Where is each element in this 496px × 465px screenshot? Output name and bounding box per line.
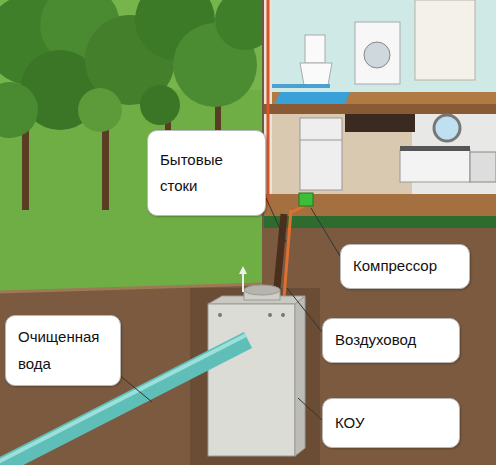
porthole-window [434,115,460,141]
tree-crown [0,82,38,138]
tank-lid [244,285,280,295]
callout-box: Очищенная вода [5,315,121,386]
pipes [276,205,306,298]
vent [242,272,244,292]
fridge [300,118,342,190]
door [415,0,475,80]
air-duct [284,210,291,298]
bolt [281,313,285,317]
sewer-riser [267,0,270,205]
callout-label: Бытовые стоки [160,147,250,200]
upper-floor [272,92,496,104]
counter-top [400,146,470,151]
leader-line [298,398,322,420]
drain-pipe [272,84,330,88]
bolt [268,313,272,317]
bathroom-wall [272,0,496,92]
callout-label: Очищенная вода [18,324,108,377]
tank-body [208,304,295,456]
compressor [299,193,313,206]
leader-line [287,288,322,332]
washing-machine [355,22,400,84]
tree-crown [78,88,122,132]
pit [190,288,320,465]
house-wall [262,0,496,228]
washing-machine-door [364,42,390,68]
sewer-pipe [276,214,284,298]
tree-crown [140,85,180,125]
wall-cabinet [345,114,415,132]
lower-floor [262,194,496,216]
bolt [218,313,222,317]
callout-box: Воздуховод [322,318,460,363]
fridge-line [300,140,342,141]
callout-box: Компрессор [340,244,470,289]
callout-box: КОУ [322,398,460,448]
counter [400,150,470,182]
leader-lines [118,198,340,420]
leader-line [311,208,340,256]
slab [262,104,496,114]
foundation [262,216,496,228]
toilet-bowl [300,63,332,85]
callout-box: Бытовые стоки [147,130,266,216]
leader-line [118,374,152,402]
house [262,0,496,228]
vent-arrow [239,266,247,274]
leader-line [266,198,286,242]
tank-side [295,296,305,456]
callout-label: Компрессор [353,253,437,279]
toilet-tank [305,35,325,63]
stove [470,152,496,182]
callout-label: Воздуховод [335,327,416,353]
callout-label: КОУ [335,410,364,436]
bathroom-floor [275,92,350,104]
